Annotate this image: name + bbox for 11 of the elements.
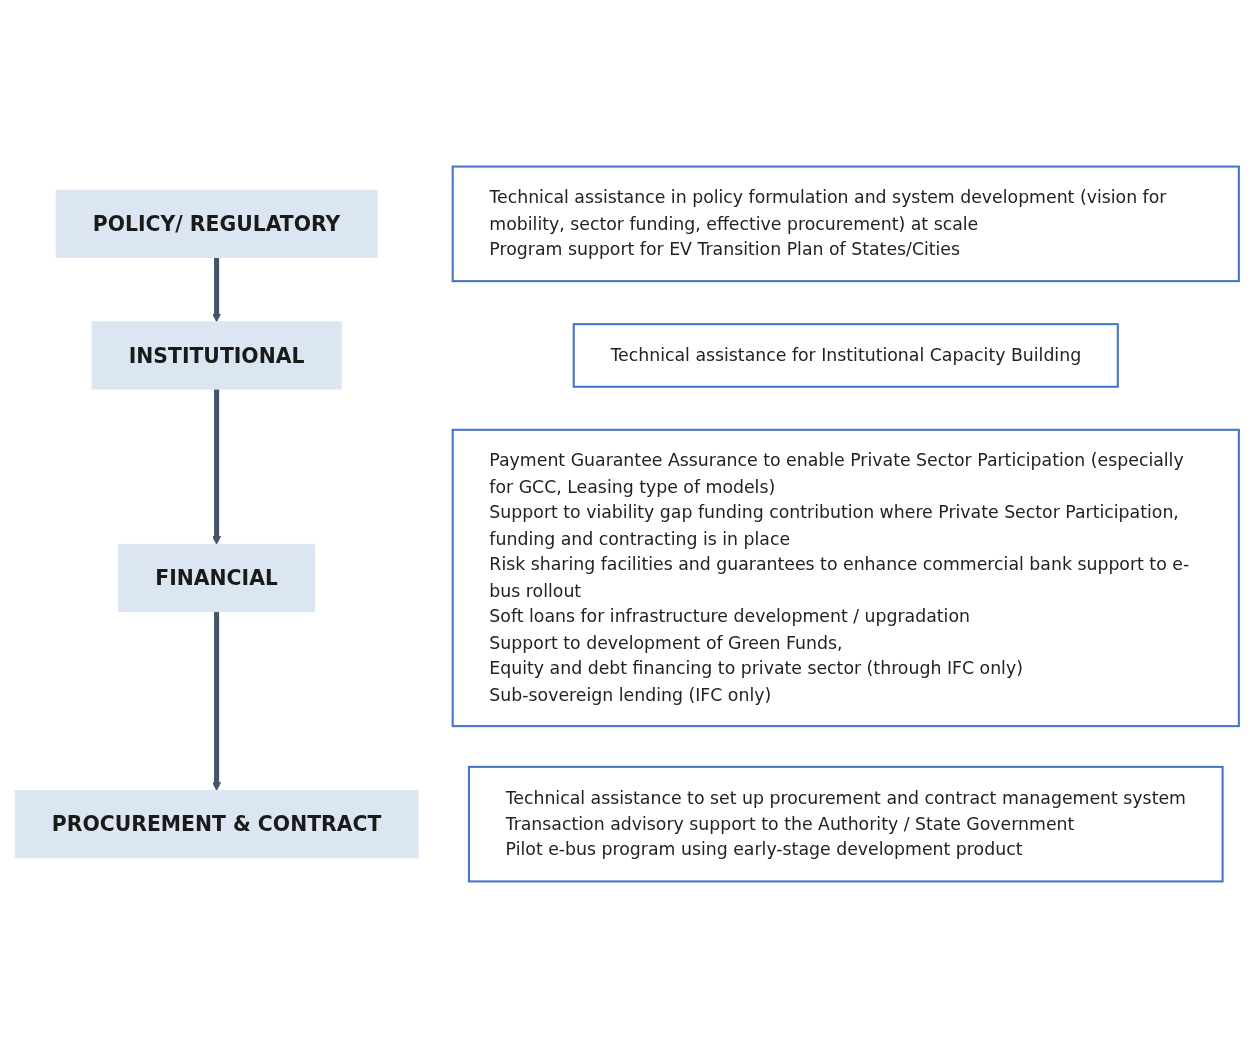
node-box: INSTITUTIONAL — [91, 320, 342, 390]
node-box: POLICY/ REGULATORY — [55, 189, 378, 258]
node-box: Payment Guarantee Assurance to enable Private Sector Participation (especially for GCC, Leasing type of models) Support to viability gap funding contribution where Private Sector Participation, funding and contracting is in place Risk sharing facilities and guarantees to enhance commercial bank support to e-bus rollout Soft loans for infrastructure development / upgradation Support to development of Green Funds, Equity and debt financing to private sector (through IFC only) Sub-sovereign lending (IFC only) — [451, 428, 1240, 727]
node-box: FINANCIAL — [118, 543, 316, 612]
arrow — [212, 256, 222, 322]
node-box: Technical assistance for Institutional Capacity Building — [572, 322, 1119, 388]
node-box: Technical assistance to set up procurement and contract management system Transaction advisory support to the Authority / State Government Pilot e-bus program using early-stage development product — [467, 765, 1224, 882]
arrow — [212, 611, 222, 791]
node-box: PROCUREMENT & CONTRACT — [14, 789, 419, 858]
arrow — [212, 388, 222, 545]
node-box: Technical assistance in policy formulation and system development (vision for mobility, sector funding, effective procurement) at scale Program support for EV Transition Plan of States/Cities — [451, 165, 1240, 282]
